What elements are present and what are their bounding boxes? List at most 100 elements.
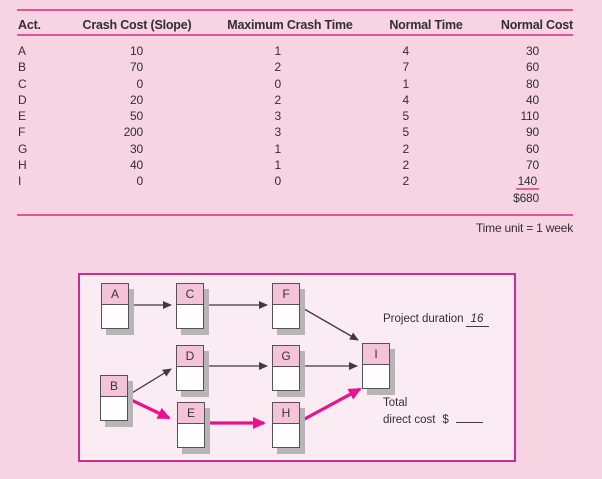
activity-node-label: C — [177, 284, 203, 305]
cell-normal_time: 5 — [402, 125, 410, 140]
table-row: B 70 2 7 60 — [17, 59, 573, 75]
activity-node-label: E — [178, 403, 204, 424]
table-header-row: Act. Crash Cost (Slope) Maximum Crash Ti… — [17, 18, 573, 32]
header-normal-time: Normal Time — [389, 18, 463, 32]
cell-max_crash_time: 0 — [274, 174, 282, 189]
total-direct-cost-label: Total direct cost $ — [383, 397, 483, 427]
header-act: Act. — [18, 18, 41, 32]
activity-node-blank — [273, 424, 299, 447]
cell-normal_time: 5 — [402, 109, 410, 124]
activity-node-blank — [363, 365, 389, 388]
activity-node-blank — [177, 367, 203, 390]
cell-normal_time: 7 — [402, 60, 410, 75]
project-duration-text: Project duration — [383, 313, 464, 325]
total-normal-cost: $680 — [513, 191, 539, 205]
table-row: F 200 3 5 90 — [17, 124, 573, 140]
crash-cost-table: Act. Crash Cost (Slope) Maximum Crash Ti… — [17, 0, 573, 245]
table-row: A 10 1 4 30 — [17, 43, 573, 59]
cell-crash_cost: 0 — [136, 174, 144, 189]
cell-crash_cost: 10 — [130, 44, 143, 58]
activity-node-label: D — [177, 346, 203, 367]
cell-normal_time: 2 — [402, 141, 410, 156]
project-duration-value: 16 — [465, 313, 490, 327]
cell-crash_cost: 20 — [130, 92, 143, 107]
header-crash-cost: Crash Cost (Slope) — [82, 18, 192, 32]
cell-crash_cost: 70 — [130, 60, 143, 75]
activity-node-label: B — [101, 376, 127, 397]
activity-node-B: B — [100, 375, 128, 421]
cell-normal_cost: 110 — [520, 109, 539, 124]
activity-node-blank — [102, 305, 128, 328]
cell-max_crash_time: 3 — [274, 109, 282, 124]
cell-crash_cost: 200 — [123, 125, 144, 140]
header-max-crash-time: Maximum Crash Time — [227, 18, 353, 32]
activity-node-I: I — [362, 343, 390, 389]
table-total-row: $680 — [17, 191, 573, 205]
table-top-rule — [17, 9, 573, 11]
cell-max_crash_time: 1 — [274, 158, 282, 173]
cell-act: C — [18, 76, 27, 91]
table-header-rule — [17, 34, 573, 36]
cell-normal_time: 2 — [402, 158, 410, 173]
edge-B-D — [126, 368, 172, 397]
cell-max_crash_time: 1 — [274, 44, 282, 58]
cell-act: G — [18, 141, 28, 156]
cell-act: D — [18, 92, 27, 107]
table-bottom-rule — [17, 214, 573, 216]
cell-crash_cost: 50 — [130, 109, 143, 124]
cell-max_crash_time: 3 — [274, 125, 282, 140]
activity-node-A: A — [101, 283, 129, 329]
cell-act: F — [18, 125, 26, 140]
currency-symbol: $ — [442, 413, 449, 426]
cell-crash_cost: 0 — [136, 76, 144, 91]
activity-node-F: F — [272, 283, 300, 329]
cell-act: A — [18, 44, 26, 58]
cell-normal_cost: 90 — [526, 125, 539, 140]
edge-F-I — [298, 305, 359, 341]
activity-node-H: H — [272, 402, 300, 448]
table-row: E 50 3 5 110 — [17, 108, 573, 124]
activity-node-label: H — [273, 403, 299, 424]
edge-H-I — [298, 387, 362, 424]
activity-node-label: G — [273, 346, 299, 367]
activity-node-G: G — [272, 345, 300, 391]
cell-normal_time: 2 — [402, 174, 410, 189]
cell-normal_cost: 40 — [526, 92, 539, 107]
activity-node-label: A — [102, 284, 128, 305]
cell-max_crash_time: 1 — [274, 141, 282, 156]
header-normal-cost: Normal Cost — [500, 18, 573, 32]
total-direct-cost-line1: Total — [383, 397, 408, 409]
cell-act: H — [18, 158, 27, 173]
total-direct-cost-line2: direct cost — [383, 413, 436, 426]
cell-max_crash_time: 0 — [274, 76, 282, 91]
cell-max_crash_time: 2 — [274, 92, 282, 107]
cell-act: I — [18, 174, 22, 189]
cell-normal_time: 4 — [402, 44, 410, 58]
cell-act: E — [18, 109, 26, 124]
activity-node-E: E — [177, 402, 205, 448]
cell-normal_cost: 60 — [526, 60, 539, 75]
cell-max_crash_time: 2 — [274, 60, 282, 75]
cell-normal_cost: 70 — [526, 158, 539, 173]
time-unit-note: Time unit = 1 week — [476, 221, 573, 235]
cell-normal_cost: 60 — [526, 141, 539, 156]
activity-node-label: F — [273, 284, 299, 305]
activity-node-blank — [273, 305, 299, 328]
cell-normal_time: 1 — [402, 76, 410, 91]
cell-act: B — [18, 60, 26, 75]
activity-node-C: C — [176, 283, 204, 329]
cell-crash_cost: 30 — [130, 141, 143, 156]
activity-node-blank — [178, 424, 204, 447]
table-row: G 30 1 2 60 — [17, 141, 573, 157]
activity-node-blank — [273, 367, 299, 390]
edges-layer — [126, 301, 362, 429]
cell-normal_cost: 30 — [526, 44, 539, 58]
total-direct-cost-blank — [455, 411, 483, 423]
